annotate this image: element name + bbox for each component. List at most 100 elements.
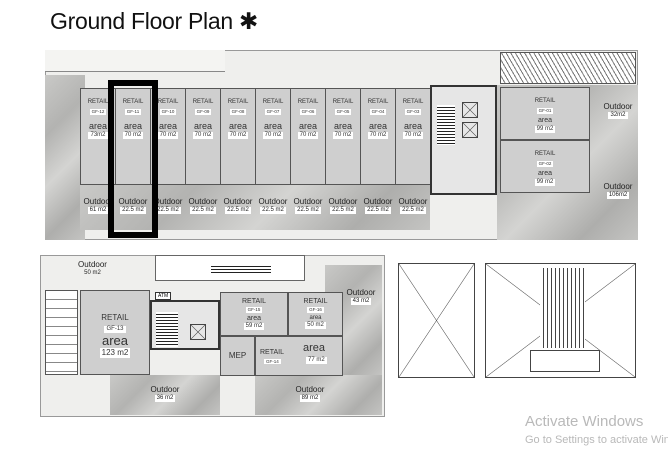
area-label: area [101, 332, 129, 348]
retail-unit[interactable]: RETAIL GF-04 area 70 m2 [360, 88, 396, 185]
outdoor-space: Outdoor 22.5 m2 [150, 197, 186, 214]
retail-unit[interactable]: RETAIL GF-03 area 70 m2 [395, 88, 431, 185]
unit-code: GF-02 [536, 161, 554, 167]
outdoor-space: Outdoor 22.5 m2 [290, 197, 326, 214]
retail-gf-02[interactable]: RETAIL GF-02 area 99 m2 [500, 140, 590, 193]
area-label: area [368, 121, 387, 132]
outdoor-area: 22.5 m2 [365, 206, 391, 214]
stairs-icon [156, 312, 178, 347]
outdoor-area: 22.5 m2 [120, 206, 146, 214]
retail-unit[interactable]: RETAIL GF-06 area 70 m2 [290, 88, 326, 185]
highlight-gf-11 [108, 80, 158, 238]
outdoor-area: 61 m2 [87, 206, 109, 214]
unit-label: RETAIL [402, 99, 424, 105]
unit-area: 70 m2 [402, 132, 424, 140]
outdoor-area: 22.5 m2 [190, 206, 216, 214]
outdoor-area: 22.5 m2 [400, 206, 426, 214]
outdoor-label: Outdoor [603, 102, 633, 111]
outdoor-area: 32m2 [608, 111, 628, 119]
unit-label: RETAIL [227, 99, 249, 105]
unit-area: 99 m2 [534, 178, 556, 186]
unit-label: RETAIL [534, 151, 556, 157]
retail-unit[interactable]: RETAIL GF-09 area 70 m2 [185, 88, 221, 185]
outdoor-label: Outdoor [603, 182, 633, 191]
elevator-icon [462, 122, 478, 138]
outdoor-label: Outdoor [328, 197, 358, 206]
outdoor-label: Outdoor [78, 260, 107, 269]
area-label: area [309, 314, 322, 321]
unit-code: GF-15 [245, 307, 263, 313]
retail-unit[interactable]: RETAIL GF-07 area 70 m2 [255, 88, 291, 185]
outdoor-area: 43 m2 [350, 297, 372, 305]
outdoor-label: Outdoor [293, 197, 323, 206]
unit-area: 70 m2 [157, 132, 179, 140]
grand-stair-icon [540, 268, 585, 348]
unit-label: RETAIL [122, 99, 144, 105]
outdoor-area: 106m2 [606, 191, 630, 199]
unit-label: RETAIL [297, 99, 319, 105]
escalator-steps-icon [211, 264, 271, 274]
outdoor-label: Outdoor [188, 197, 218, 206]
area-label: area [537, 170, 552, 178]
unit-code: GF-10 [159, 109, 177, 115]
outdoor-area: 22.5 m2 [225, 206, 251, 214]
outdoor-space: Outdoor 22.5 m2 [395, 197, 431, 214]
elevator-icon [462, 102, 478, 118]
unit-code: GF-11 [124, 109, 142, 115]
area-label: area [193, 121, 212, 132]
unit-area: 70 m2 [332, 132, 354, 140]
area-label: area [303, 342, 326, 354]
outdoor-label: Outdoor [363, 197, 393, 206]
retail-unit[interactable]: RETAIL GF-05 area 70 m2 [325, 88, 361, 185]
unit-area: 70 m2 [192, 132, 214, 140]
retail-gf-13[interactable]: RETAIL GF-13 area 123 m2 [80, 290, 150, 375]
retail-unit[interactable]: RETAIL GF-08 area 70 m2 [220, 88, 256, 185]
retail-gf-15[interactable]: RETAIL GF-15 area 59 m2 [220, 292, 288, 336]
retail-unit[interactable]: RETAIL GF-11 area 70 m2 [115, 88, 151, 185]
unit-label: RETAIL [303, 298, 328, 305]
ramp [45, 290, 78, 375]
unit-code: GF-01 [536, 108, 554, 114]
retail-gf-16[interactable]: RETAIL GF-16 area 50 m2 [288, 292, 343, 336]
outdoor-area: 89 m2 [299, 394, 321, 402]
unit-code: GF-13 [104, 325, 126, 333]
outdoor-space: Outdoor 22.5 m2 [255, 197, 291, 214]
outdoor-label: Outdoor [346, 288, 376, 297]
unit-label: RETAIL [192, 99, 214, 105]
lower-core [150, 300, 220, 350]
title-text: Ground Floor Plan [50, 8, 233, 34]
unit-code: GF-07 [264, 109, 282, 115]
escalator [155, 255, 305, 281]
unit-label: RETAIL [262, 99, 284, 105]
stairs-icon [437, 105, 455, 145]
retail-gf-14[interactable]: RETAIL GF-14 area 77 m2 [255, 336, 343, 376]
unit-code: GF-14 [264, 359, 281, 365]
unit-code: GF-08 [229, 109, 247, 115]
outdoor-label: Outdoor [295, 385, 325, 394]
outdoor-label: Outdoor [398, 197, 428, 206]
area-label: area [263, 121, 282, 132]
elevator-icon [190, 324, 206, 340]
top-walkway [45, 50, 225, 72]
outdoor-label: Outdoor [153, 197, 183, 206]
outdoor-space: Outdoor 22.5 m2 [115, 197, 151, 214]
outdoor-space: Outdoor 22.5 m2 [325, 197, 361, 214]
unit-code: GF-06 [299, 109, 317, 115]
unit-area: 99 m2 [534, 125, 556, 133]
asterisk-icon: ✱ [238, 8, 258, 34]
unit-code: GF-09 [194, 109, 212, 115]
unit-code: GF-16 [307, 307, 324, 313]
unit-code: GF-05 [334, 109, 352, 115]
unit-area: 70 m2 [122, 132, 144, 140]
outdoor-area: 22.5 m2 [260, 206, 286, 214]
unit-area: 70 m2 [297, 132, 319, 140]
area-label: area [88, 121, 107, 132]
outdoor-label: Outdoor [223, 197, 253, 206]
stair-core [430, 85, 497, 195]
retail-gf-01[interactable]: RETAIL GF-01 area 99 m2 [500, 87, 590, 140]
unit-area: 59 m2 [243, 322, 265, 331]
